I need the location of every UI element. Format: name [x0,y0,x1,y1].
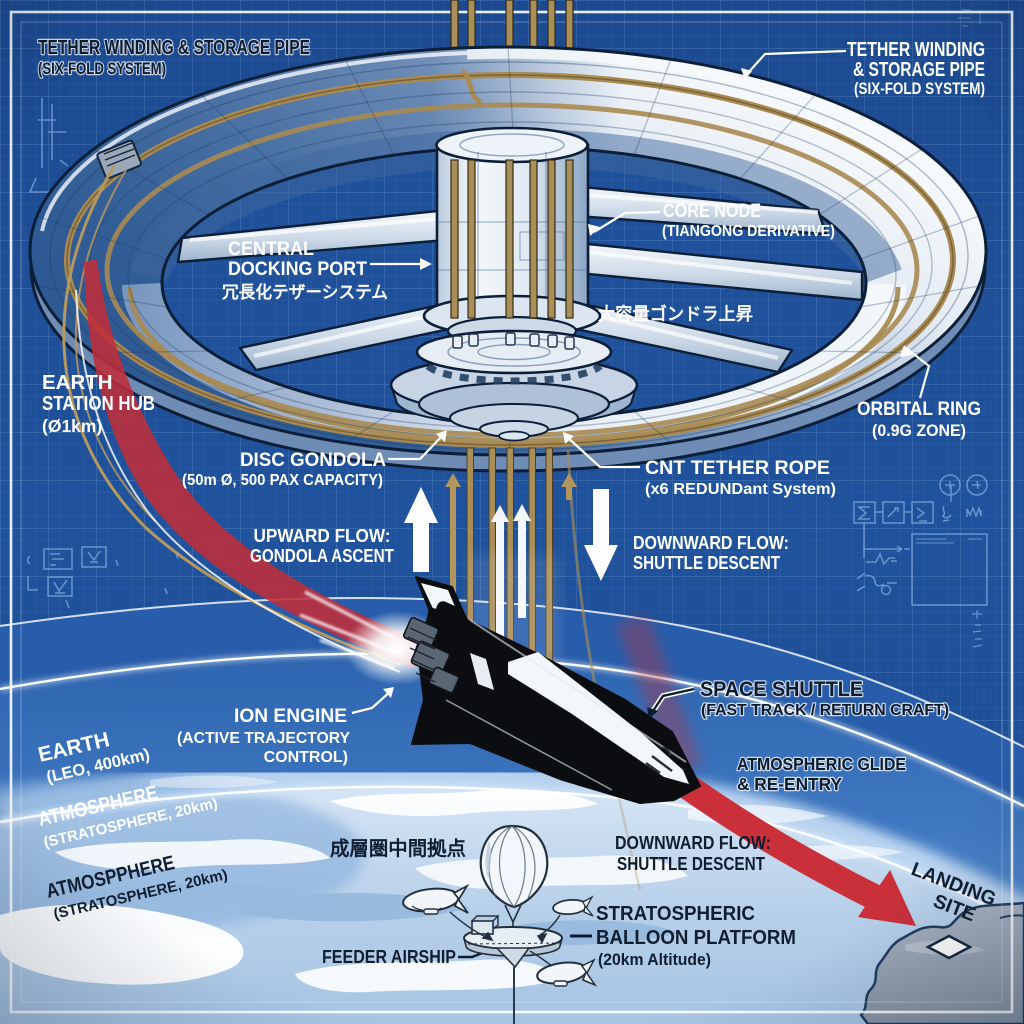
svg-text:(50m Ø, 500 PAX CAPACITY): (50m Ø, 500 PAX CAPACITY) [182,472,383,489]
svg-text:(ACTIVE TRAJECTORY: (ACTIVE TRAJECTORY [177,730,350,747]
svg-text:(TIANGONG DERIVATIVE): (TIANGONG DERIVATIVE) [662,223,835,240]
svg-text:TETHER WINDING & STORAGE PIPE: TETHER WINDING & STORAGE PIPE [38,36,310,59]
svg-text:TETHER WINDING: TETHER WINDING [847,38,985,61]
svg-text:(SIX-FOLD SYSTEM): (SIX-FOLD SYSTEM) [38,59,166,78]
svg-text:DOWNWARD FLOW:: DOWNWARD FLOW: [633,533,789,553]
svg-text:(FAST TRACK / RETURN CRAFT): (FAST TRACK / RETURN CRAFT) [701,702,949,719]
svg-text:大容量ゴンドラ上昇: 大容量ゴンドラ上昇 [598,304,753,324]
svg-text:SHUTTLE DESCENT: SHUTTLE DESCENT [617,854,765,874]
svg-text:SPACE SHUTTLE: SPACE SHUTTLE [700,678,863,701]
svg-text:EARTH: EARTH [42,371,113,394]
svg-text:(SIX-FOLD SYSTEM): (SIX-FOLD SYSTEM) [854,80,985,98]
svg-text:& STORAGE PIPE: & STORAGE PIPE [853,58,985,81]
svg-text:(Ø1km): (Ø1km) [42,416,102,436]
svg-text:(x6 REDUNDant System): (x6 REDUNDant System) [645,481,836,498]
svg-text:冗長化テザーシステム: 冗長化テザーシステム [222,282,388,302]
svg-text:& RE-ENTRY: & RE-ENTRY [737,774,842,794]
svg-text:UPWARD FLOW:: UPWARD FLOW: [254,525,391,546]
svg-text:STRATOSPHERIC: STRATOSPHERIC [596,903,755,925]
svg-text:ATMOSPHERIC GLIDE: ATMOSPHERIC GLIDE [737,754,906,774]
svg-text:DOWNWARD FLOW:: DOWNWARD FLOW: [615,833,771,853]
svg-text:DOCKING PORT: DOCKING PORT [228,258,367,280]
svg-text:CONTROL): CONTROL) [264,749,348,766]
svg-text:BALLOON PLATFORM: BALLOON PLATFORM [596,927,796,949]
svg-text:FEEDER AIRSHIP: FEEDER AIRSHIP [322,947,456,967]
svg-text:(20km Altitude): (20km Altitude) [598,951,711,969]
svg-text:成層圏中間拠点: 成層圏中間拠点 [330,837,466,860]
svg-text:GONDOLA ASCENT: GONDOLA ASCENT [250,545,395,566]
svg-text:CENTRAL: CENTRAL [228,238,314,260]
svg-text:(0.9G ZONE): (0.9G ZONE) [872,422,966,440]
svg-text:SHUTTLE DESCENT: SHUTTLE DESCENT [633,553,780,573]
svg-text:CORE NODE: CORE NODE [663,200,761,222]
svg-text:CNT TETHER ROPE: CNT TETHER ROPE [645,457,830,479]
svg-text:ION ENGINE: ION ENGINE [234,705,347,727]
svg-text:STATION HUB: STATION HUB [42,392,155,415]
svg-text:DISC GONDOLA: DISC GONDOLA [240,449,386,471]
svg-text:ORBITAL RING: ORBITAL RING [857,398,981,420]
